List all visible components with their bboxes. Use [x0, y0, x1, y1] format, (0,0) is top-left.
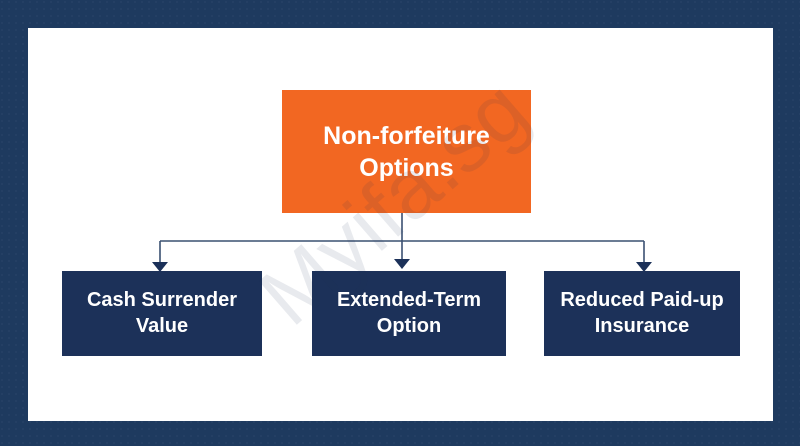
child-node-label: Reduced Paid-up Insurance: [560, 288, 724, 337]
diagram-canvas: Myifa.sg Non-forfeiture Options Cash Sur…: [28, 28, 773, 421]
child-node-cash-surrender-value: Cash Surrender Value: [62, 271, 262, 356]
connector-lines: [152, 213, 652, 272]
child-node-extended-term-option: Extended-Term Option: [312, 271, 506, 356]
root-node-label: Non-forfeiture Options: [323, 121, 490, 182]
child-node-reduced-paid-up-insurance: Reduced Paid-up Insurance: [544, 271, 740, 356]
root-node-non-forfeiture-options: Non-forfeiture Options: [282, 90, 531, 213]
child-node-label: Cash Surrender Value: [86, 288, 238, 337]
child-node-label: Extended-Term Option: [336, 288, 482, 337]
arrowhead-middle: [394, 259, 410, 269]
